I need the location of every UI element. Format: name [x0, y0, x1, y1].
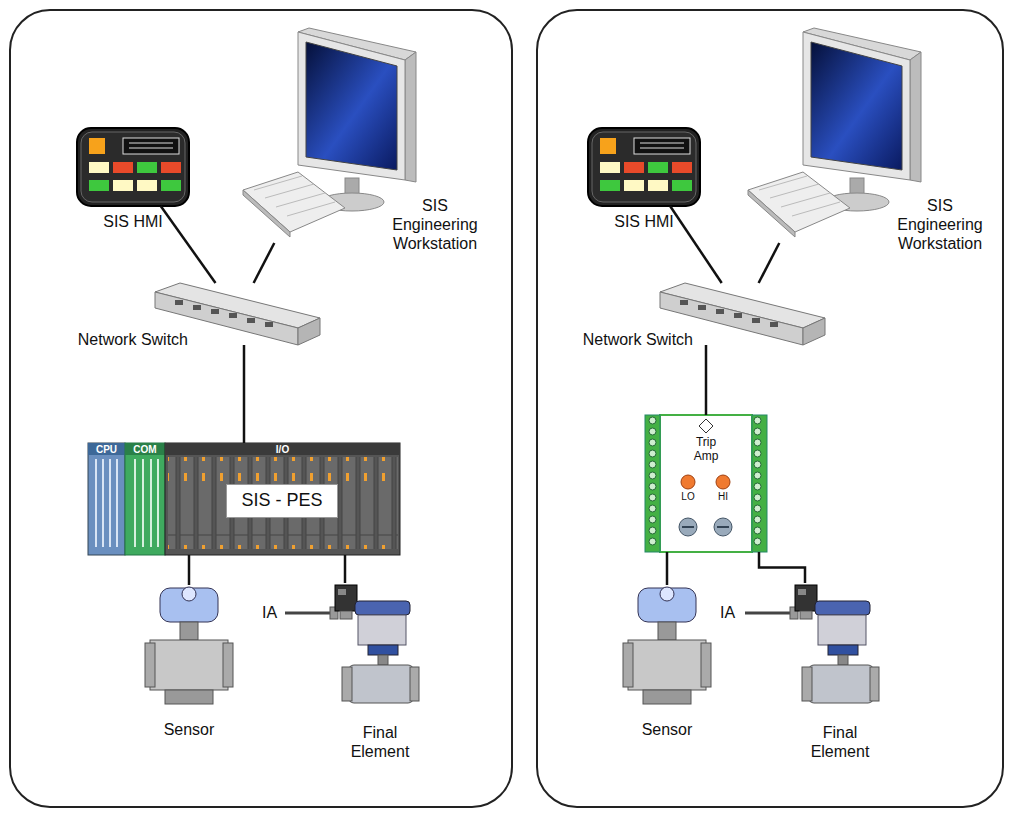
pes-rack	[125, 443, 165, 555]
air-supply-label: IA	[262, 604, 277, 622]
module-label: I/O	[165, 444, 400, 455]
indicator-label: LO	[676, 491, 700, 503]
trip-amp-module	[682, 526, 694, 528]
pes-rack	[116, 459, 118, 547]
trip-amp-module	[660, 415, 752, 552]
module-label: Trip Amp	[686, 435, 726, 464]
workstation-icon	[243, 28, 416, 237]
trip-amp-module	[752, 415, 767, 547]
trip-amp-node: Trip AmpLO HI	[645, 415, 767, 552]
hmi-icon	[588, 128, 700, 206]
final-element-node: Final Element	[740, 583, 880, 713]
pes-rack	[95, 459, 97, 547]
node-caption: SIS Engineering Workstation	[890, 196, 990, 254]
pes-rack	[165, 443, 400, 555]
module-label: CPU	[88, 444, 125, 455]
pes-rack	[88, 443, 125, 555]
trip-amp-module	[717, 526, 729, 528]
pes-rack	[88, 443, 400, 555]
panel-frame	[537, 10, 1003, 807]
connector-line	[670, 206, 722, 283]
pes-node: CPUCOMI/O SIS - PES	[88, 443, 400, 555]
workstation-icon	[748, 28, 921, 237]
connector-line	[188, 555, 191, 585]
connector-line	[666, 552, 669, 585]
pes-rack	[125, 443, 165, 455]
panel-frame	[10, 10, 512, 807]
connector-line	[344, 555, 347, 583]
trip-amp-module	[681, 475, 695, 489]
sensor-icon	[145, 587, 233, 704]
hmi-node: SIS HMI	[588, 128, 700, 206]
trip-amp-module	[752, 415, 767, 552]
connector-line	[243, 345, 246, 443]
hmi-icon	[77, 128, 189, 206]
trip-amp-module	[699, 419, 713, 433]
trip-amp-module	[714, 518, 732, 536]
pes-rack	[88, 443, 125, 455]
sensor-node: Sensor	[623, 585, 711, 707]
node-caption: SIS HMI	[578, 212, 710, 231]
final-element-node: Final Element	[280, 583, 420, 713]
switch-node: Network Switch	[155, 283, 320, 345]
connector-line	[705, 345, 708, 415]
node-caption: Final Element	[345, 723, 415, 761]
workstation-node: SIS Engineering Workstation	[240, 28, 420, 243]
pes-rack	[165, 443, 400, 455]
indicator-label: HI	[711, 491, 735, 503]
workstation-node: SIS Engineering Workstation	[745, 28, 925, 243]
connector-line	[759, 552, 805, 583]
trip-amp-module	[679, 518, 697, 536]
sensor-icon	[623, 587, 711, 704]
sensor-node: Sensor	[145, 585, 233, 707]
valve-icon	[745, 585, 879, 703]
node-caption: Network Switch	[543, 330, 693, 349]
trip-amp-module	[645, 415, 660, 552]
node-caption: Sensor	[613, 720, 721, 739]
node-caption: SIS Engineering Workstation	[385, 196, 485, 254]
connector-line	[759, 243, 780, 283]
trip-amp-module	[716, 475, 730, 489]
pes-rack	[109, 459, 111, 547]
node-caption: SIS HMI	[67, 212, 199, 231]
valve-icon	[285, 585, 419, 703]
switch-node: Network Switch	[660, 283, 825, 345]
pes-rack	[102, 459, 104, 547]
trip-amp-module	[645, 415, 767, 552]
pes-rack	[157, 459, 159, 547]
pes-rack	[134, 459, 136, 547]
node-caption: Network Switch	[38, 330, 188, 349]
node-caption: Final Element	[805, 723, 875, 761]
connector-line	[161, 206, 216, 283]
air-supply-label: IA	[720, 604, 735, 622]
pes-rack	[150, 459, 152, 547]
hmi-node: SIS HMI	[77, 128, 189, 206]
module-label: COM	[125, 444, 165, 455]
pes-rack	[142, 459, 144, 547]
pes-rack	[168, 457, 398, 549]
node-caption: Sensor	[135, 720, 243, 739]
trip-amp-module	[645, 415, 660, 547]
controller-label: SIS - PES	[226, 484, 337, 518]
connector-line	[254, 243, 275, 283]
